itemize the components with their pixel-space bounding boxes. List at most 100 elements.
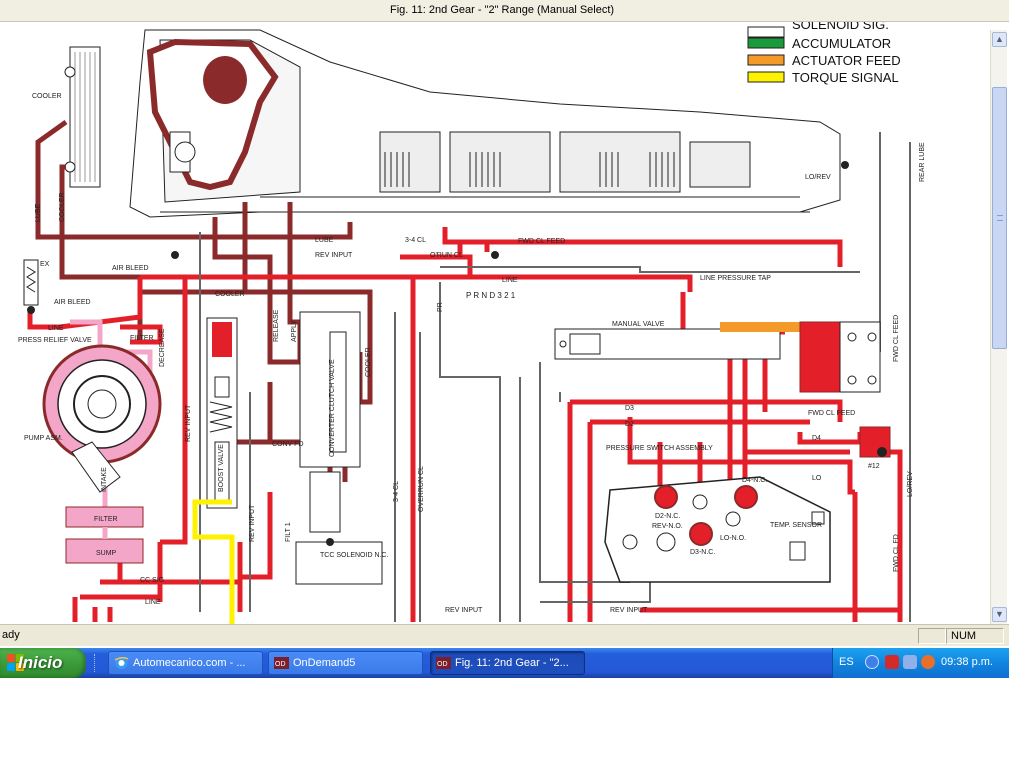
status-text: ady [2, 629, 20, 641]
label-ex: EX [40, 261, 50, 268]
task-label-ondemand5: OnDemand5 [293, 657, 356, 669]
legend-label-1: ACCUMULATOR [792, 36, 891, 51]
hydraulic-circuit-svg: SOLENOID SIG. ACCUMULATOR ACTUATOR FEED … [18, 22, 926, 624]
tray-update-icon[interactable] [921, 655, 935, 669]
label-lo-rev-2: LO/REV [907, 471, 914, 497]
label-rev-input-3: REV INPUT [315, 252, 353, 259]
label-cooler: COOLER [32, 93, 62, 100]
scroll-thumb[interactable] [992, 87, 1007, 349]
torque-converter [146, 38, 279, 191]
legend-swatch-1 [747, 37, 785, 49]
cooler-radiator [64, 46, 101, 188]
label-rev-input-2: REV INPUT [249, 504, 256, 542]
label-manual-valve: MANUAL VALVE [612, 321, 665, 328]
label-temp-sensor: TEMP. SENSOR [770, 522, 822, 529]
tcc-solenoid [295, 471, 383, 585]
label-cc-sig: CC SIG [140, 577, 164, 584]
label-line-2: LINE [145, 599, 161, 606]
label-lube-2: LUBE [315, 237, 334, 244]
label-rev-no: REV-N.O. [652, 523, 683, 530]
legend-labels: SOLENOID SIG. ACCUMULATOR ACTUATOR FEED … [792, 22, 901, 85]
task-label-fig11: Fig. 11: 2nd Gear - "2... [455, 657, 569, 669]
label-cooler-2: COOLER [59, 192, 66, 222]
windows-taskbar: Inicio Automecanico.com - ... OD OnDeman… [0, 648, 1009, 678]
label-filt1: FILT 1 [285, 522, 292, 542]
task-ondemand5[interactable]: OD OnDemand5 [268, 651, 423, 675]
scroll-up-icon[interactable]: ▲ [992, 32, 1007, 47]
label-filter: FILTER [130, 335, 154, 342]
window-titlebar: Fig. 11: 2nd Gear - "2" Range (Manual Se… [0, 0, 1009, 22]
label-3-4-cl-2: 3-4 CL [393, 481, 400, 502]
label-air-bleed: AIR BLEED [112, 265, 149, 272]
tray-network-icon[interactable] [903, 655, 917, 669]
label-prndl: P R N D 3 2 1 [466, 291, 516, 300]
clutch-packs [384, 152, 675, 187]
manual-valve-body [554, 322, 800, 360]
status-bar: ady NUM [0, 624, 1009, 646]
label-apply: APPLY [291, 320, 298, 342]
tray-clock[interactable]: 09:38 p.m. [941, 656, 993, 668]
legend-swatch-3 [747, 71, 785, 83]
label-overrun-cl: OVERRUN CL [418, 466, 425, 512]
fwd-accumulator [799, 321, 881, 393]
label-tcc-solenoid: TCC SOLENOID N.C. [320, 552, 389, 559]
task-label-automecanico: Automecanico.com - ... [133, 657, 246, 669]
label-pr: PR [437, 302, 444, 312]
legend-label-3: TORQUE SIGNAL [792, 70, 899, 85]
system-tray: ES 09:38 p.m. [832, 648, 1009, 678]
label-sump-box: SUMP [96, 550, 117, 557]
label-line: LINE [48, 325, 64, 332]
quick-launch-separator [94, 654, 98, 672]
svg-text:OD: OD [437, 661, 448, 668]
label-boost-valve: BOOST VALVE [218, 444, 225, 492]
task-fig11[interactable]: OD Fig. 11: 2nd Gear - "2... [430, 651, 585, 675]
label-cooler-4: COOLER [215, 291, 245, 298]
internet-explorer-icon [114, 656, 129, 670]
gray-circuits [199, 132, 911, 622]
label-d3: D3 [625, 405, 634, 412]
label-rev-input: REV INPUT [185, 404, 192, 442]
label-3-4-cl: 3-4 CL [405, 237, 426, 244]
tray-acrobat-icon[interactable] [885, 655, 899, 669]
label-orun-cl: O'RUN CL [430, 252, 463, 259]
label-conv-clutch-valve: CONVERTER CLUTCH VALVE [329, 359, 336, 457]
label-lo: LO [812, 475, 822, 482]
label-release: RELEASE [273, 309, 280, 342]
label-press-relief: PRESS RELIEF VALVE [18, 337, 92, 344]
label-lo-no: LO-N.O. [720, 535, 746, 542]
label-d2: D2 [625, 421, 634, 428]
label-line-3: LINE [502, 277, 518, 284]
scroll-down-icon[interactable]: ▼ [992, 607, 1007, 622]
label-filter-box: FILTER [94, 516, 118, 523]
ondemand-doc-icon: OD [436, 656, 451, 670]
label-decrease: DECREASE [159, 328, 166, 367]
start-label: Inicio [18, 653, 63, 672]
legend-label-2: ACTUATOR FEED [792, 53, 901, 68]
task-automecanico[interactable]: Automecanico.com - ... [108, 651, 263, 675]
label-pump-asm: PUMP ASM. [24, 435, 63, 442]
diagram-labels: COOLER LUBE COOLER AIR BLEED AIR BLEED E… [18, 93, 926, 614]
label-rear-lube: REAR LUBE [919, 142, 926, 182]
language-indicator[interactable]: ES [839, 656, 854, 668]
label-fwd-cl-feed-2: FWD CL FEED [808, 410, 855, 417]
hydraulic-diagram: SOLENOID SIG. ACCUMULATOR ACTUATOR FEED … [0, 22, 990, 624]
label-air-bleed-2: AIR BLEED [54, 299, 91, 306]
tray-chevron-icon[interactable] [865, 655, 879, 669]
pressure-switch-assembly [604, 476, 831, 583]
label-d4-nc: D4-N.C. [742, 477, 767, 484]
check-balls [171, 161, 886, 456]
start-button[interactable]: Inicio [0, 648, 86, 678]
ondemand-icon: OD [274, 656, 289, 670]
label-conv-fd: CONV FD [272, 441, 304, 448]
label-cooler-3: COOLER [365, 347, 372, 377]
press-relief-valve [23, 259, 39, 314]
label-rev-input-5: REV INPUT [610, 607, 648, 614]
svg-text:OD: OD [275, 661, 286, 668]
label-d4: D4 [812, 435, 821, 442]
pump-assembly [42, 344, 162, 493]
grip-icon [997, 215, 1003, 221]
filter-sump [65, 506, 144, 564]
vertical-scrollbar[interactable]: ▲ ▼ [990, 30, 1007, 624]
label-intake: INTAKE [101, 467, 108, 492]
